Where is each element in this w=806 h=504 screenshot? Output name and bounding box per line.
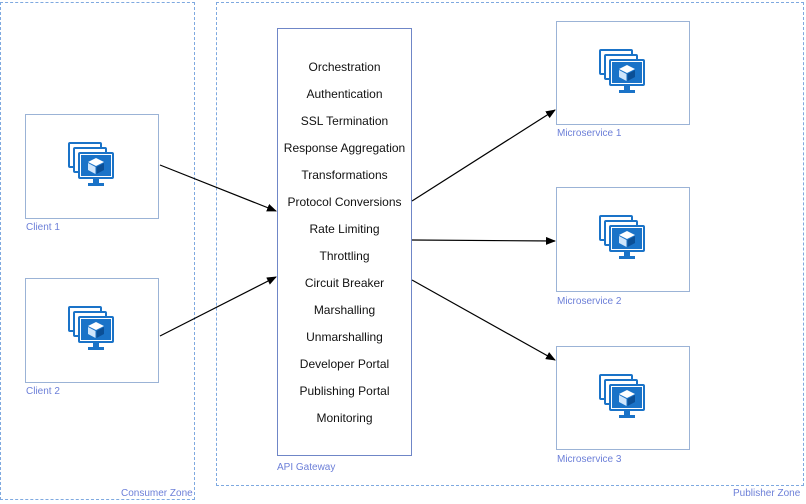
gateway-feature-marshalling: Marshalling <box>313 303 376 317</box>
publisher-zone-label: Publisher Zone <box>733 488 801 499</box>
consumer-zone <box>0 2 195 500</box>
gateway-feature-transformations: Transformations <box>301 168 388 182</box>
gateway-feature-rate-limiting: Rate Limiting <box>309 222 380 236</box>
microservice-2-box[interactable] <box>556 187 690 292</box>
vm-scale-set-icon <box>599 374 645 418</box>
api-gateway-box[interactable]: Orchestration Authentication SSL Termina… <box>277 28 412 456</box>
client-2-box[interactable] <box>25 278 159 383</box>
arrow-client1-to-gateway <box>159 164 277 212</box>
arrow-gateway-to-microservice3 <box>411 279 556 361</box>
api-gateway-label: API Gateway <box>277 462 336 473</box>
gateway-feature-orchestration: Orchestration <box>308 60 381 74</box>
consumer-zone-label: Consumer Zone <box>121 488 193 499</box>
arrow-client2-to-gateway <box>159 276 277 337</box>
gateway-feature-publishing-portal: Publishing Portal <box>299 384 390 398</box>
publisher-zone <box>216 2 804 486</box>
gateway-feature-throttling: Throttling <box>319 249 370 263</box>
arrow-gateway-to-microservice1 <box>411 109 556 202</box>
gateway-feature-circuit-breaker: Circuit Breaker <box>304 276 385 290</box>
client-1-label: Client 1 <box>26 222 60 233</box>
arrow-gateway-to-microservice2 <box>411 236 556 245</box>
gateway-feature-authentication: Authentication <box>306 87 383 101</box>
microservice-1-box[interactable] <box>556 21 690 125</box>
gateway-feature-response-aggregation: Response Aggregation <box>283 141 406 155</box>
vm-scale-set-icon <box>68 306 114 350</box>
client-1-box[interactable] <box>25 114 159 219</box>
vm-scale-set-icon <box>599 49 645 93</box>
gateway-feature-protocol-conversions: Protocol Conversions <box>287 195 402 209</box>
client-2-label: Client 2 <box>26 386 60 397</box>
vm-scale-set-icon <box>599 215 645 259</box>
vm-scale-set-icon <box>68 142 114 186</box>
gateway-feature-ssl-termination: SSL Termination <box>300 114 389 128</box>
gateway-feature-monitoring: Monitoring <box>316 411 373 425</box>
microservice-3-box[interactable] <box>556 346 690 450</box>
microservice-1-label: Microservice 1 <box>557 128 622 139</box>
microservice-2-label: Microservice 2 <box>557 296 622 307</box>
microservice-3-label: Microservice 3 <box>557 454 622 465</box>
gateway-feature-developer-portal: Developer Portal <box>299 357 390 371</box>
gateway-feature-unmarshalling: Unmarshalling <box>306 330 383 344</box>
